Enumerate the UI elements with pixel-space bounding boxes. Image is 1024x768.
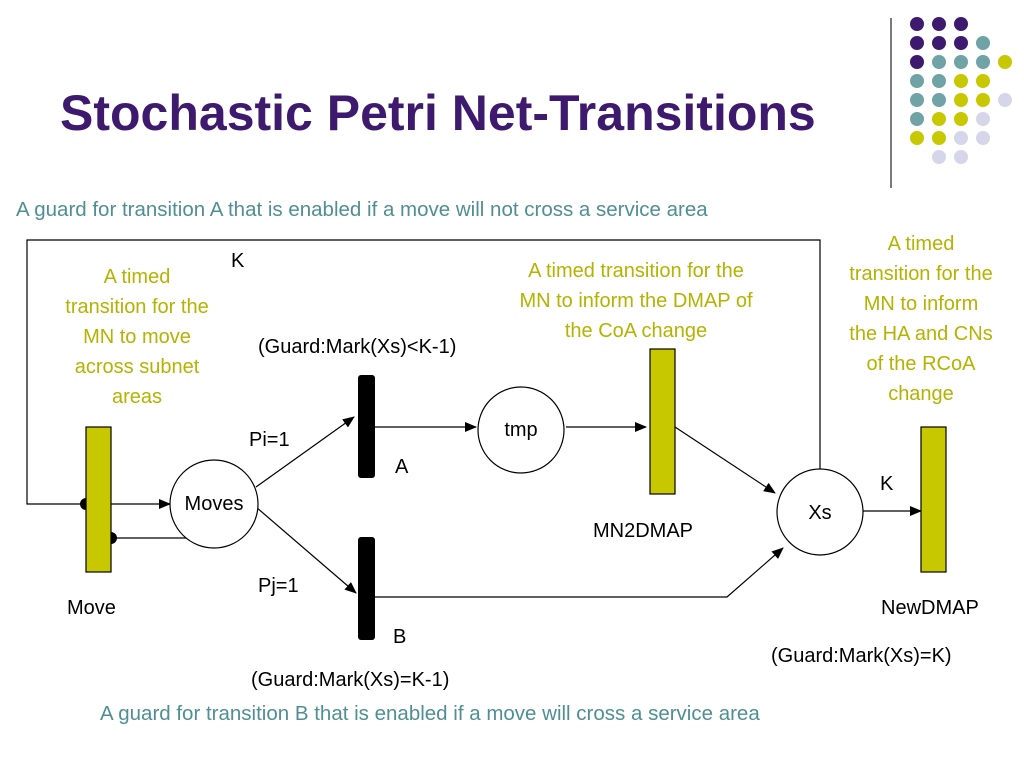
decorative-dot <box>932 74 946 88</box>
transition-newdmap-label: NewDMAP <box>881 597 979 619</box>
transition-newdmap <box>920 426 947 573</box>
decorative-dot <box>954 112 968 126</box>
place-moves <box>169 459 259 549</box>
newdmap-description-line: transition for the <box>849 263 993 285</box>
guard-a-expression: (Guard:Mark(Xs)<K-1) <box>258 336 457 358</box>
decorative-dot <box>976 74 990 88</box>
move-description-line: MN to move <box>83 326 191 348</box>
move-description-line: areas <box>111 386 163 408</box>
decorative-dot <box>932 55 946 69</box>
decorative-dot <box>954 150 968 164</box>
place-xs-label: Xs <box>808 502 832 524</box>
move-description-line: across subnet <box>74 356 200 378</box>
transition-move <box>85 426 112 573</box>
decorative-dot <box>976 112 990 126</box>
decorative-dot <box>932 112 946 126</box>
decorative-dot <box>910 131 924 145</box>
newdmap-description-line: MN to inform <box>863 293 979 315</box>
transition-a-label: A <box>395 456 409 478</box>
decorative-dot <box>910 112 924 126</box>
guard-a-note: A guard for transition A that is enabled… <box>16 198 708 221</box>
mn2dmap-description-line: A timed transition for the <box>528 260 744 282</box>
place-xs <box>776 468 864 556</box>
guard-b-note: A guard for transition B that is enabled… <box>100 702 760 725</box>
decorative-dot <box>932 93 946 107</box>
decorative-dot <box>910 36 924 50</box>
decorative-dot <box>910 55 924 69</box>
newdmap-description-line: A timed <box>887 233 955 255</box>
decorative-dot <box>954 74 968 88</box>
arc-weight-k-top: K <box>231 250 245 272</box>
guard-b-expression: (Guard:Mark(Xs)=K-1) <box>251 669 450 691</box>
decorative-dot <box>932 131 946 145</box>
title-divider <box>890 18 892 188</box>
decorative-dot <box>976 55 990 69</box>
move-description: A timed transition for the MN to move ac… <box>30 262 244 412</box>
move-description-line: transition for the <box>65 296 209 318</box>
transition-mn2dmap <box>649 348 676 495</box>
arc-b-to-xs <box>375 547 784 598</box>
transition-b-label: B <box>393 626 407 648</box>
place-tmp <box>477 386 565 474</box>
decorative-dot <box>998 93 1012 107</box>
move-description-line: A timed <box>103 266 171 288</box>
decorative-dot <box>976 93 990 107</box>
decorative-dot <box>954 93 968 107</box>
decorative-dot <box>976 36 990 50</box>
decorative-dot <box>954 131 968 145</box>
newdmap-description: A timed transition for the MN to inform … <box>822 229 1020 409</box>
probability-pi: Pi=1 <box>249 429 290 451</box>
arc-mn2dmap-to-xs <box>674 426 776 494</box>
decorative-dot <box>932 36 946 50</box>
transition-move-label: Move <box>67 597 116 619</box>
decorative-dot <box>998 55 1012 69</box>
newdmap-description-line: of the RCoA <box>866 353 976 375</box>
newdmap-description-line: change <box>888 383 954 405</box>
decorative-dot <box>954 17 968 31</box>
arc-moves-to-a <box>255 416 355 488</box>
slide-title: Stochastic Petri Net-Transitions <box>60 85 816 141</box>
place-tmp-label: tmp <box>504 419 538 441</box>
newdmap-description-line: the HA and CNs <box>849 323 993 345</box>
place-moves-label: Moves <box>184 493 244 515</box>
feedback-arc <box>26 239 821 505</box>
transition-a <box>358 375 375 478</box>
decorative-dot <box>954 36 968 50</box>
decorative-dot <box>976 131 990 145</box>
decorative-dot <box>954 55 968 69</box>
mn2dmap-description-line: the CoA change <box>564 320 708 342</box>
transition-b <box>358 537 375 640</box>
decorative-dot <box>910 17 924 31</box>
decorative-dot <box>932 150 946 164</box>
probability-pj: Pj=1 <box>258 575 299 597</box>
arc-moves-to-b <box>255 506 357 594</box>
mn2dmap-description: A timed transition for the MN to inform … <box>470 256 802 346</box>
decorative-dot <box>932 17 946 31</box>
decorative-dot <box>910 74 924 88</box>
transition-mn2dmap-label: MN2DMAP <box>593 520 694 542</box>
arc-weight-k-right: K <box>880 473 894 495</box>
guard-newdmap-expression: (Guard:Mark(Xs)=K) <box>771 645 952 667</box>
mn2dmap-description-line: MN to inform the DMAP of <box>519 290 753 312</box>
decorative-dot <box>910 93 924 107</box>
